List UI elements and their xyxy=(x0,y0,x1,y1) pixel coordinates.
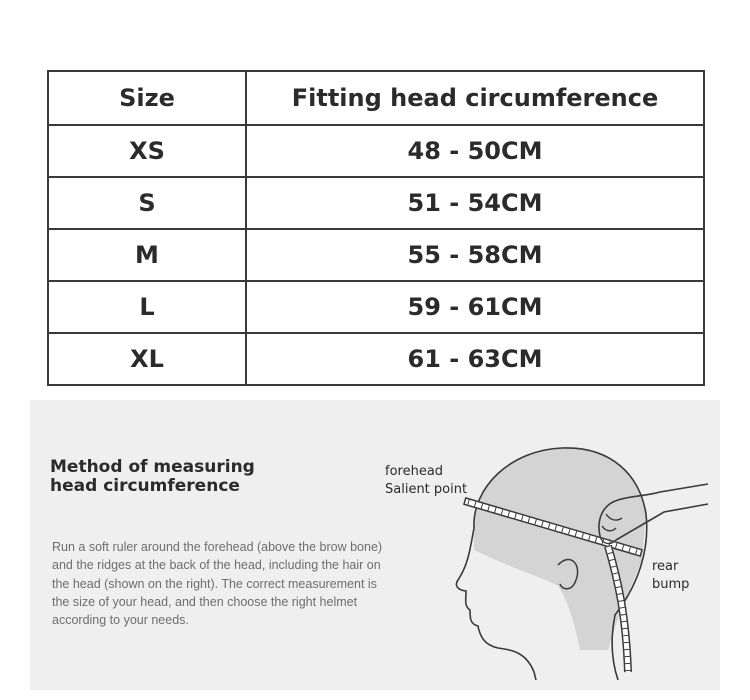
method-instructions-line: and the ridges at the back of the head, … xyxy=(52,558,381,573)
size-cell: XS xyxy=(47,124,247,178)
table-row: L 59 - 61CM xyxy=(47,280,705,334)
ear-icon xyxy=(557,558,579,590)
size-cell: S xyxy=(47,176,247,230)
method-instructions: Run a soft ruler around the forehead (ab… xyxy=(52,538,432,629)
circumference-cell: 51 - 54CM xyxy=(245,176,705,230)
label-line: forehead xyxy=(385,464,444,479)
method-instructions-line: the size of your head, and then choose t… xyxy=(52,594,358,609)
label-line: Salient point xyxy=(385,482,468,497)
table-row: XS 48 - 50CM xyxy=(47,124,705,178)
measuring-method-panel: Method of measuring head circumference R… xyxy=(30,400,720,690)
method-title-line: head circumference xyxy=(50,476,240,496)
method-instructions-line: according to your needs. xyxy=(52,613,189,628)
table-header-row: Size Fitting head circumference xyxy=(47,70,705,126)
circumference-cell: 48 - 50CM xyxy=(245,124,705,178)
size-chart-table: Size Fitting head circumference XS 48 - … xyxy=(47,70,705,386)
rear-bump-label: rear bump xyxy=(652,558,689,594)
head-measuring-tape-icon xyxy=(455,447,709,680)
hand-icon xyxy=(598,483,709,537)
head-outline-icon xyxy=(473,447,648,680)
circumference-column-header: Fitting head circumference xyxy=(245,70,705,126)
forehead-salient-point-label: forehead Salient point xyxy=(385,463,467,499)
circumference-cell: 59 - 61CM xyxy=(245,280,705,334)
label-line: bump xyxy=(652,577,690,592)
circumference-cell: 55 - 58CM xyxy=(245,228,705,282)
size-cell: L xyxy=(47,280,247,334)
circumference-cell: 61 - 63CM xyxy=(245,332,705,386)
cap-shade-icon xyxy=(473,447,646,650)
label-line: rear xyxy=(652,559,679,574)
size-cell: M xyxy=(47,228,247,282)
method-title-line: Method of measuring xyxy=(50,457,255,477)
table-row: S 51 - 54CM xyxy=(47,176,705,230)
size-column-header: Size xyxy=(47,70,247,126)
table-row: XL 61 - 63CM xyxy=(47,332,705,386)
face-profile-icon xyxy=(455,527,537,680)
table-row: M 55 - 58CM xyxy=(47,228,705,282)
size-cell: XL xyxy=(47,332,247,386)
method-instructions-line: the head (shown on the right). The corre… xyxy=(52,576,377,591)
method-instructions-line: Run a soft ruler around the forehead (ab… xyxy=(52,540,383,554)
method-title: Method of measuring head circumference xyxy=(50,458,310,496)
